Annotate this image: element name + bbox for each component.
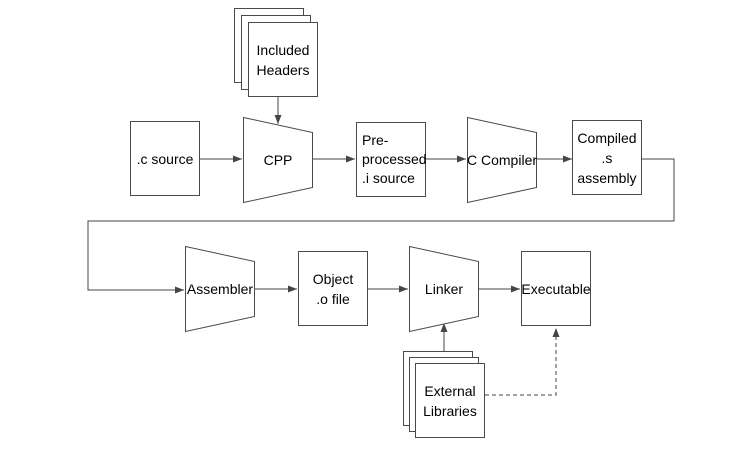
compiled-assembly-label-line2: .s assembly	[577, 149, 637, 186]
assembler-trapezoid-shape	[185, 246, 255, 332]
object-file-label-line2: .o file	[316, 290, 350, 307]
assembler-label: Assembler	[186, 281, 254, 297]
external-libraries-node: External Libraries	[415, 363, 485, 438]
linker-node: Linker	[409, 246, 479, 332]
external-libraries-label-line1: External	[424, 382, 476, 399]
included-headers-label-line1: Included	[256, 41, 310, 58]
compiled-assembly-node: Compiled .s assembly	[572, 120, 642, 195]
object-file-node: Object .o file	[298, 251, 368, 326]
executable-node: Executable	[521, 251, 591, 326]
assembler-node: Assembler	[185, 246, 255, 332]
c-compiler-node: C Compiler	[467, 117, 537, 203]
cpp-trapezoid-shape	[243, 117, 313, 203]
arrow-external-libraries-to-executable-dashed	[485, 328, 560, 396]
c-compiler-trapezoid-shape	[467, 117, 537, 203]
object-file-label-line1: Object	[312, 270, 354, 287]
included-headers-label-line2: Headers	[256, 61, 310, 78]
arrow-compiled-to-assembler	[87, 158, 675, 294]
executable-label: Executable	[521, 280, 591, 297]
external-libraries-label-line2: Libraries	[423, 402, 477, 419]
preprocessed-label-line3: .i source	[362, 170, 415, 186]
cpp-node: CPP	[243, 117, 313, 203]
preprocessed-label-line2: processed	[362, 151, 427, 167]
c-compiler-label: C Compiler	[467, 152, 538, 168]
linker-trapezoid-shape	[409, 246, 479, 332]
cpp-label: CPP	[263, 152, 293, 168]
c-source-node: .c source	[130, 121, 200, 196]
c-source-label: .c source	[136, 150, 194, 167]
included-headers-node: Included Headers	[248, 22, 318, 97]
compiled-assembly-label-line1: Compiled	[577, 129, 637, 146]
preprocessed-label-line1: Pre-	[362, 132, 389, 148]
linker-label: Linker	[424, 281, 464, 297]
preprocessed-node: Pre- processed .i source	[356, 122, 427, 197]
